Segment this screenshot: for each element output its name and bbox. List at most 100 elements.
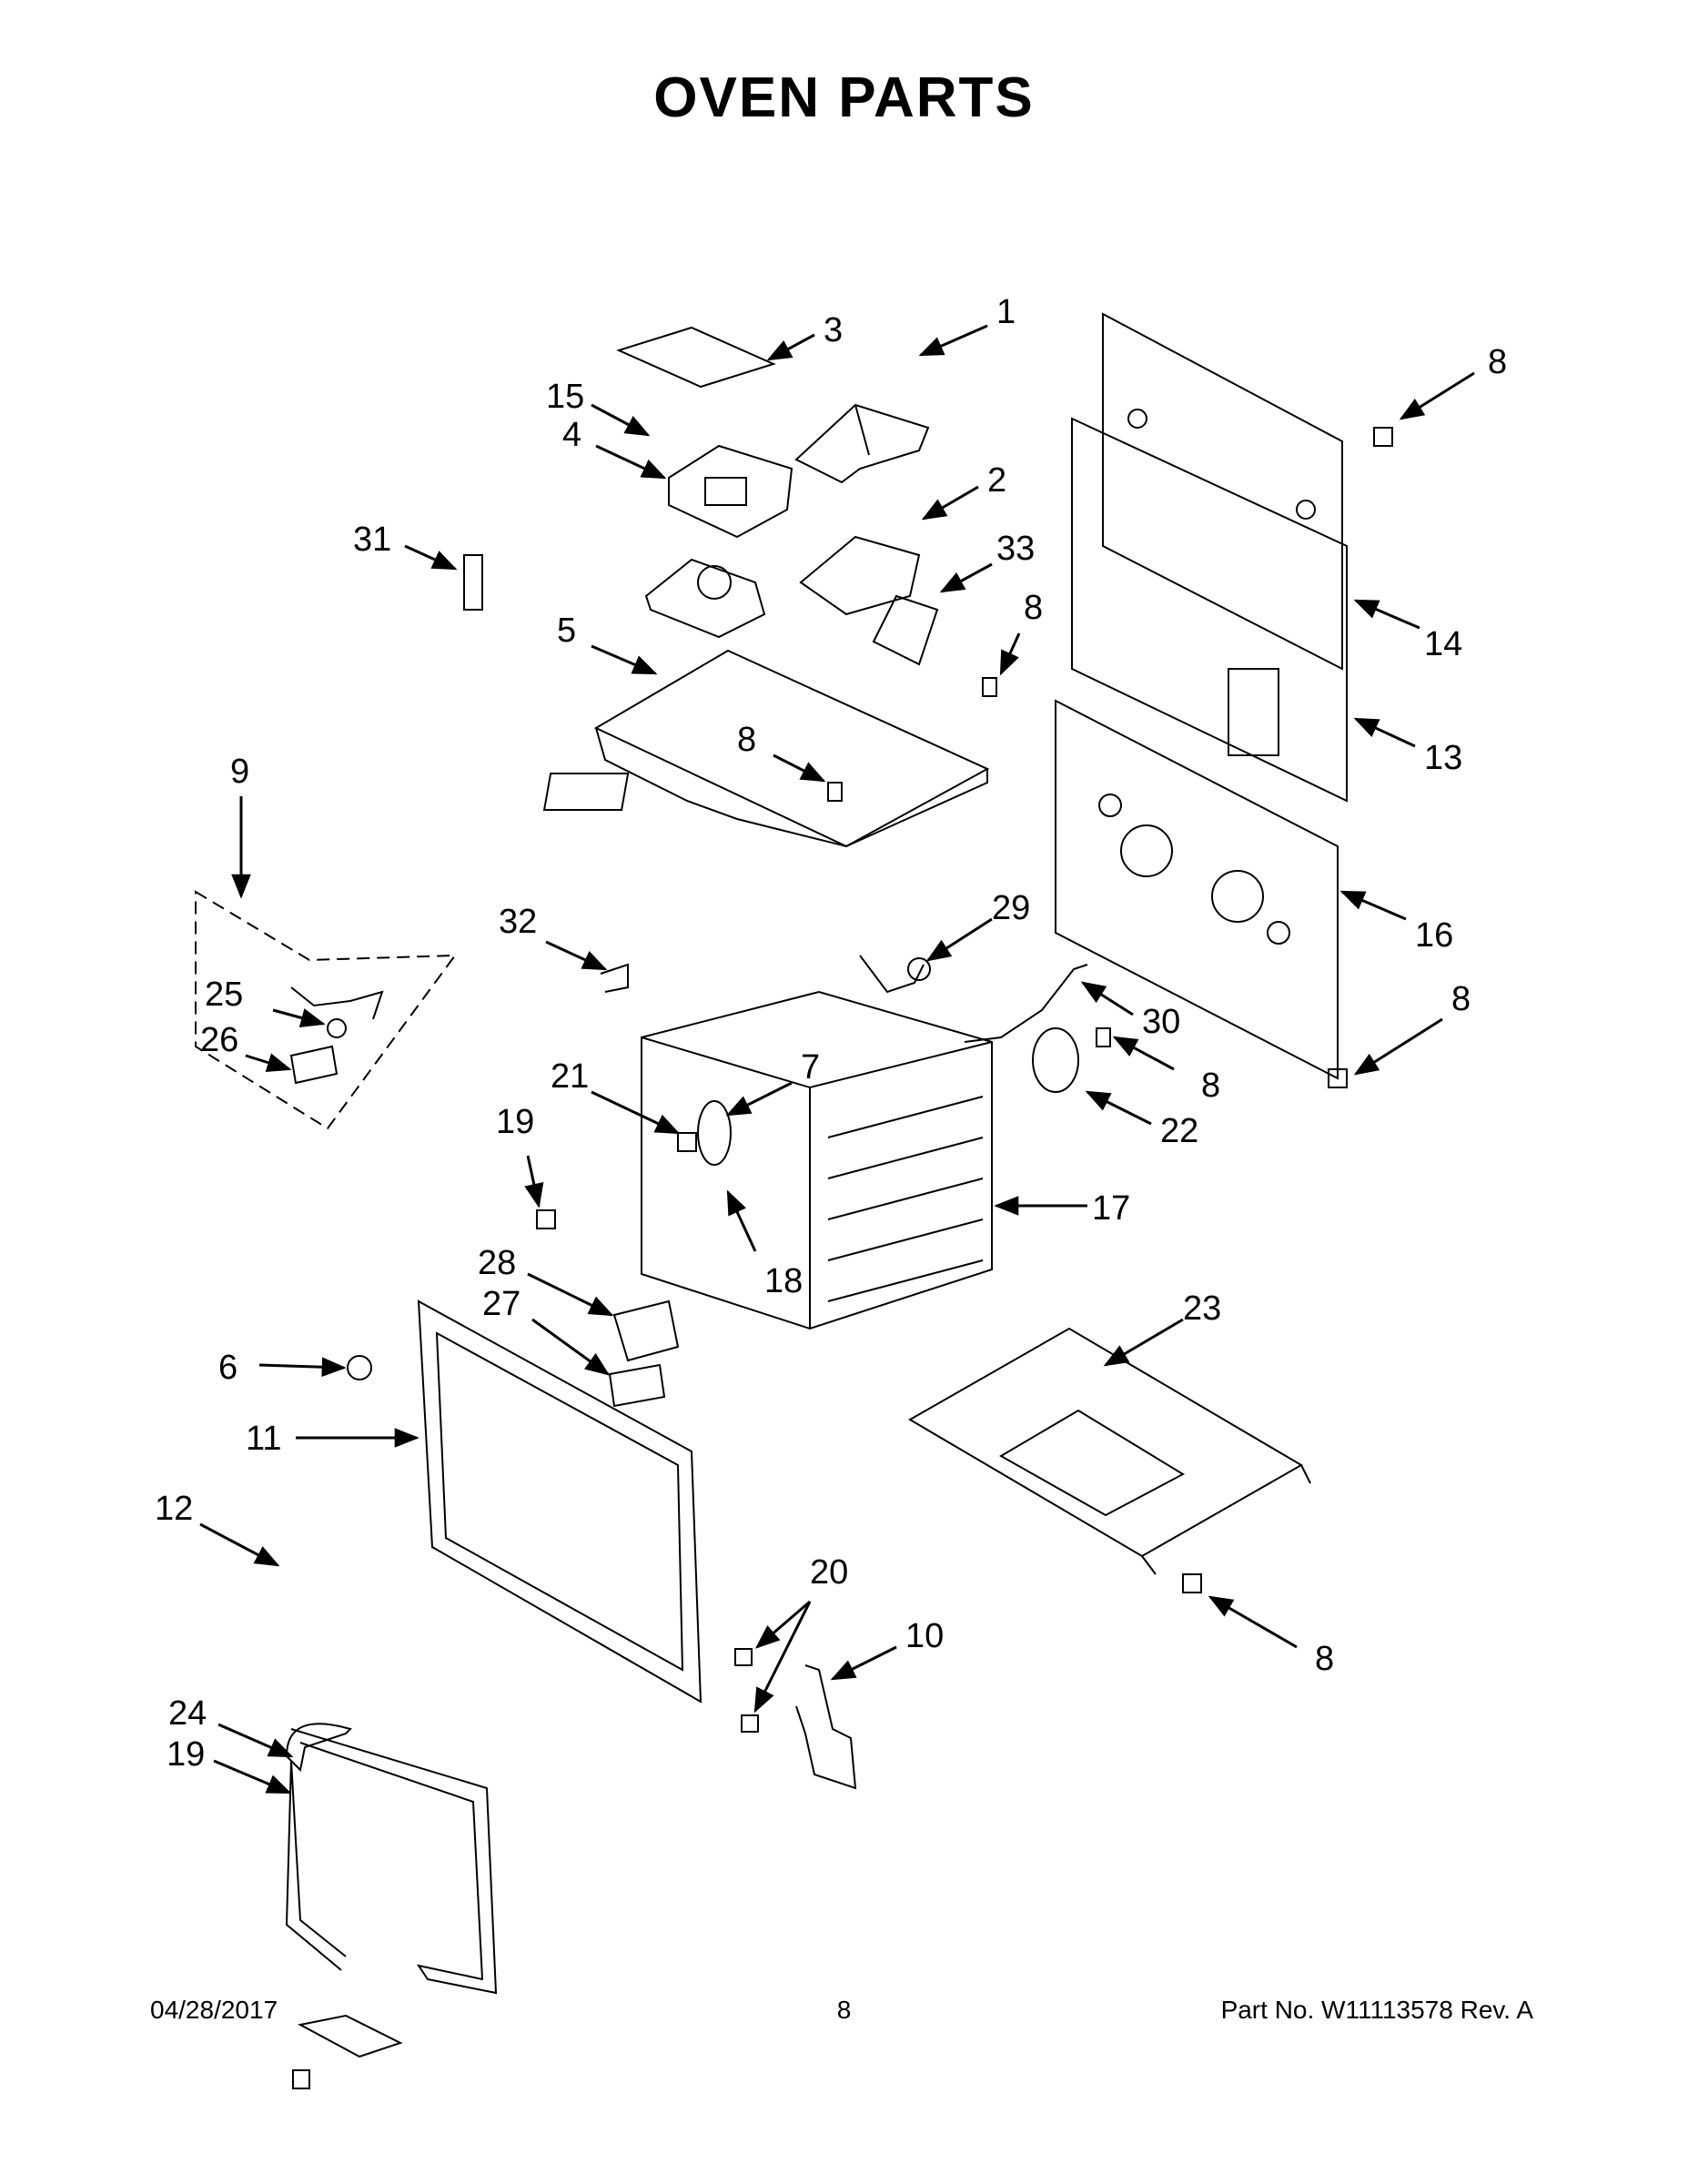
callout-labels: 3 1 4 15 2 33 31 5 8 8 8 14 13 16 8 9 25… [155,293,1507,1774]
callout-10: 10 [905,1617,944,1655]
leader-21 [591,1090,681,1135]
leader-6 [258,1357,347,1378]
footer-part-number: Part No. W11113578 Rev. A [1220,1996,1533,2024]
callout-8-bottom: 8 [1315,1640,1334,1678]
callout-12: 12 [155,1490,193,1528]
leader-16 [1339,890,1407,921]
part-12-gasket [285,1723,498,1995]
callout-33: 33 [996,530,1035,568]
leader-7 [725,1081,793,1117]
part-9-light-assembly [195,890,458,1130]
callout-32: 32 [499,903,537,941]
screw-19-a [536,1209,556,1229]
callout-30: 30 [1142,1003,1180,1041]
screw-19-b [292,2069,310,2089]
leader-14 [1353,599,1420,630]
part-13-shield [1071,417,1348,803]
callout-19-top: 19 [496,1103,534,1141]
part-3-cover [616,326,776,389]
leader-5 [591,644,658,675]
screw-20-b [741,1714,759,1733]
part-23-bottom-panel [908,1327,1311,1575]
callout-21: 21 [551,1057,589,1096]
leader-8-mid [773,753,826,783]
callout-14: 14 [1424,625,1462,663]
part-10-hinge [795,1664,857,1790]
leader-19-top [524,1155,544,1208]
leader-30 [1080,981,1134,1016]
leader-15 [591,403,651,437]
page-title: OVEN PARTS [653,66,1035,129]
screw-8-f [1182,1573,1202,1593]
part-14-back-panel [1102,312,1343,671]
leader-2 [921,485,979,521]
part-30-tube [964,964,1088,1043]
callout-3: 3 [824,311,843,349]
leader-8-top [999,632,1021,676]
leader-20a [754,1600,811,1649]
leader-23 [1103,1318,1184,1367]
leader-19-bottom [213,1759,292,1795]
callout-8-mid: 8 [737,721,756,759]
callout-1: 1 [996,293,1016,331]
callout-27: 27 [482,1285,521,1323]
leader-12 [199,1522,280,1567]
part-15-bracket [644,558,766,639]
part-16-rear-wall [1055,699,1339,1080]
part-33-board [872,594,939,666]
leader-8-r2 [1353,1017,1443,1076]
leader-33 [939,562,993,593]
leader-13 [1353,717,1416,748]
screw-8-b [982,677,997,697]
part-32-clip [600,963,629,993]
screw-20-a [734,1648,753,1666]
callout-8-right: 8 [1488,343,1507,381]
leader-27 [531,1318,611,1376]
leader-28 [527,1272,614,1317]
part-17-oven-cavity [641,990,993,1330]
callout-31: 31 [353,521,391,559]
callout-7: 7 [801,1048,820,1087]
callout-26: 26 [200,1021,238,1059]
footer-page-number: 8 [836,1996,852,2024]
callout-5: 5 [557,612,576,650]
leader-18 [726,1189,757,1252]
part-4-board [668,444,793,539]
callout-28: 28 [478,1244,516,1282]
screw-8-e [1096,1027,1111,1047]
leader-8-bottom [1208,1595,1298,1649]
part-29-fitting [859,955,931,994]
screw-21 [677,1132,697,1152]
leader-29 [925,917,993,962]
callout-19-bottom: 19 [167,1735,205,1774]
callout-29: 29 [992,889,1030,927]
screw-8-c [827,782,843,802]
leader-4 [595,444,667,480]
callout-18: 18 [764,1262,803,1300]
screw-8-d [1328,1068,1348,1088]
part-28-box [612,1299,680,1362]
callout-16: 16 [1415,916,1453,955]
leader-26 [245,1053,292,1073]
callout-13: 13 [1424,739,1462,777]
callout-8-r2: 8 [1451,980,1471,1018]
callout-17: 17 [1092,1189,1130,1228]
callout-23: 23 [1183,1289,1221,1328]
callout-9: 9 [230,753,249,791]
leader-10 [830,1645,897,1681]
leader-25 [272,1008,326,1028]
leader-3 [766,333,815,361]
part-2-tray [799,535,921,616]
part-27-block [608,1363,666,1408]
callout-6: 6 [218,1349,238,1387]
callout-22: 22 [1160,1112,1198,1150]
leader-24 [217,1723,294,1758]
callout-24: 24 [168,1694,207,1733]
leader-32 [545,940,608,971]
screw-6 [347,1355,372,1380]
leader-20b [753,1601,812,1714]
callout-11: 11 [246,1420,281,1458]
part-11-front-frame [417,1299,702,1704]
part-1-duct [794,403,930,484]
